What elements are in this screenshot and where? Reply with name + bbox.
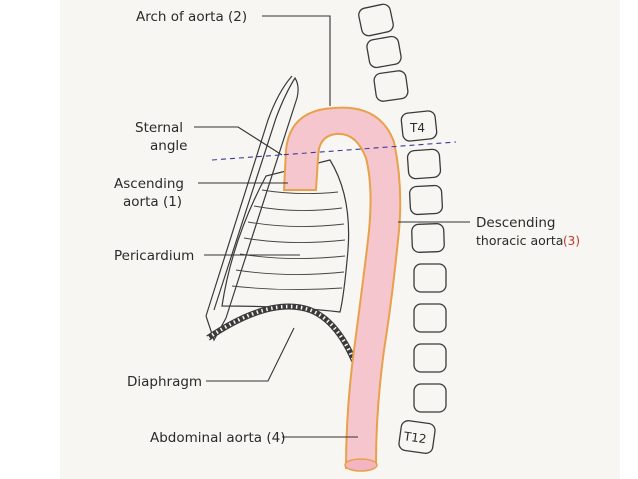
vertebra [406, 148, 442, 180]
vertebra [413, 263, 447, 293]
vertebra [373, 70, 409, 102]
vertebra-t12 [398, 420, 436, 454]
label-descending-number: (3) [563, 234, 580, 248]
label-descending: Descending [476, 215, 555, 231]
label-arch-of-aorta: Arch of aorta (2) [136, 9, 247, 25]
label-t12: T12 [402, 429, 427, 446]
vertebra-t4 [400, 110, 438, 142]
label-abdominal-aorta: Abdominal aorta (4) [150, 430, 285, 446]
label-pericardium: Pericardium [114, 248, 194, 264]
label-sternal: Sternal [135, 120, 183, 136]
sternum [205, 75, 299, 342]
paper-background [60, 0, 620, 479]
label-ascending: Ascending [114, 176, 184, 192]
label-angle: angle [150, 138, 187, 154]
label-diaphragm: Diaphragm [127, 374, 202, 390]
vertebral-column [358, 3, 447, 454]
leader-lines [194, 15, 470, 438]
aorta [282, 106, 402, 472]
vertebra [358, 3, 394, 37]
vertebra [413, 343, 447, 373]
sternal-angle-plane [211, 141, 457, 161]
vertebra [366, 35, 402, 69]
vertebra [413, 383, 447, 413]
abdominal-aorta-cut [344, 458, 378, 472]
label-aorta-1: aorta (1) [123, 194, 182, 210]
vertebra [408, 184, 444, 216]
label-thoracic-aorta: thoracic aorta [476, 233, 563, 248]
label-t4: T4 [409, 121, 425, 135]
vertebra [411, 223, 445, 253]
vertebra [413, 303, 447, 333]
